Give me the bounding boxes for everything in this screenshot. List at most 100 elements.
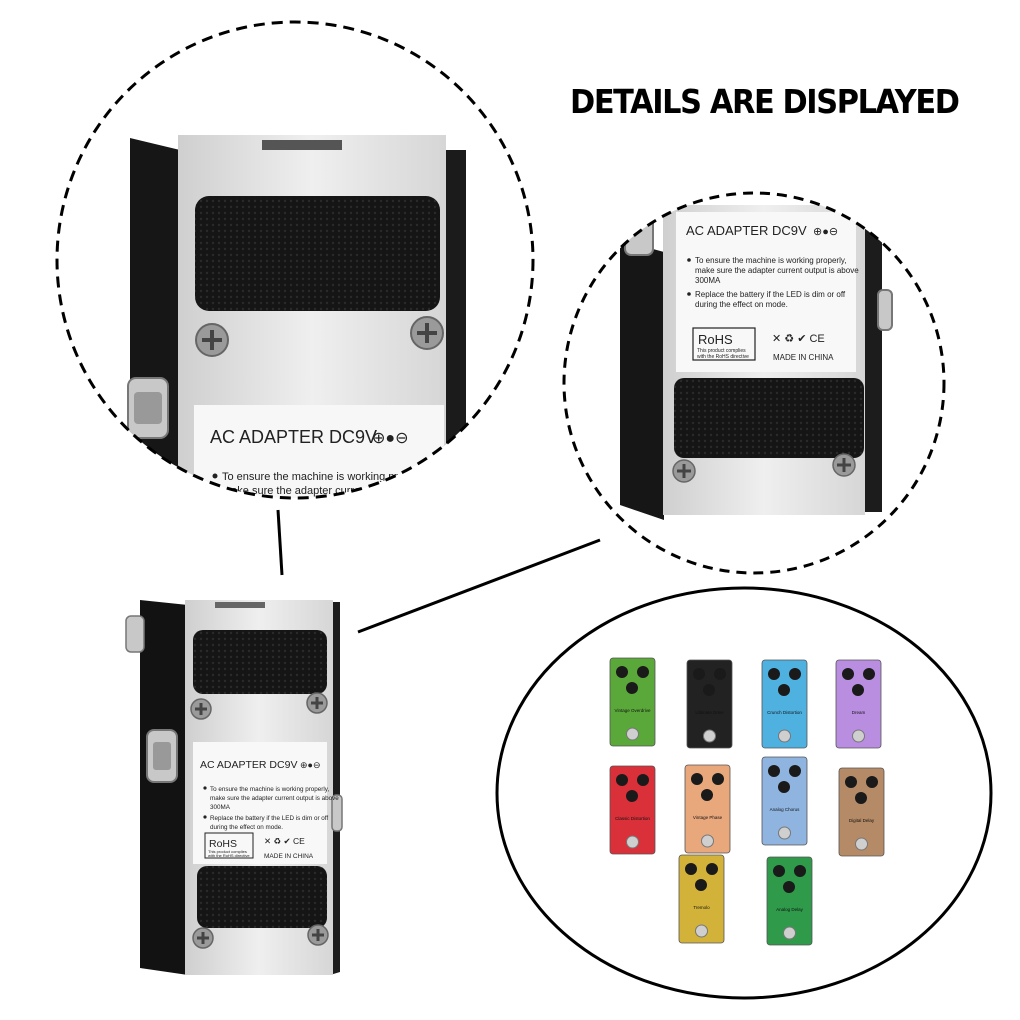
- svg-text:MADE IN CHINA: MADE IN CHINA: [773, 353, 834, 362]
- knob-icon: [855, 792, 867, 804]
- mini-pedal-body: [609, 765, 656, 855]
- knob-icon: [701, 789, 713, 801]
- headline: DETAILS ARE DISPLAYED: [570, 82, 960, 121]
- svg-text:⊕●⊖: ⊕●⊖: [813, 226, 838, 238]
- connector-line-left: [276, 509, 284, 576]
- mini-pedal-body: [609, 657, 656, 747]
- footswitch-icon: [778, 729, 791, 743]
- knob-icon: [706, 863, 718, 875]
- mini-pedal-body: [684, 764, 731, 854]
- svg-text:⊕●⊖: ⊕●⊖: [372, 430, 408, 447]
- pedal-collection-ellipse: [495, 586, 993, 1000]
- svg-text:✕ ♻ ✔ CE: ✕ ♻ ✔ CE: [772, 333, 825, 345]
- screw-icon: [195, 323, 229, 357]
- svg-text:RoHS: RoHS: [209, 838, 237, 850]
- screw-icon: [832, 453, 856, 477]
- screw-icon: [192, 927, 214, 949]
- knob-icon: [616, 666, 628, 678]
- svg-text:with the RoHS directive: with the RoHS directive: [208, 853, 250, 858]
- svg-text:Replace the battery if the LED: Replace the battery if the LED is dim or…: [210, 815, 328, 822]
- knob-icon: [778, 781, 790, 793]
- knob-icon: [845, 776, 857, 788]
- svg-text:AC ADAPTER DC9V: AC ADAPTER DC9V: [200, 759, 297, 771]
- mini-pedal-label: Ultimate Drive: [695, 710, 724, 715]
- svg-text:To ensure the machine is worki: To ensure the machine is working properl…: [222, 471, 429, 483]
- knob-icon: [616, 774, 628, 786]
- svg-text:300MA: 300MA: [210, 804, 231, 811]
- mini-pedal-label: Analog Chorus: [770, 807, 801, 812]
- mini-pedal-body: [766, 856, 813, 946]
- mini-pedal-label: Crunch Distortion: [767, 710, 802, 715]
- footswitch-icon: [626, 835, 639, 849]
- knob-icon: [695, 879, 707, 891]
- mini-pedal-label: Vintage Overdrive: [615, 708, 651, 713]
- screw-icon: [672, 459, 696, 483]
- mini-pedal-label: Classic Distortion: [615, 816, 650, 821]
- svg-text:300MA: 300MA: [695, 276, 721, 285]
- knob-icon: [863, 668, 875, 680]
- knob-icon: [842, 668, 854, 680]
- footswitch-icon: [701, 834, 714, 848]
- knob-icon: [637, 774, 649, 786]
- mini-pedal: Vintage Overdrive: [609, 657, 656, 747]
- mini-pedal: Classic Distortion: [609, 765, 656, 855]
- knob-icon: [685, 863, 697, 875]
- knob-icon: [712, 773, 724, 785]
- mini-pedal-label: Analog Delay: [776, 907, 804, 912]
- mini-pedal-body: [761, 756, 808, 846]
- mini-pedal: Analog Chorus: [761, 756, 808, 846]
- connector-line-right: [357, 538, 601, 634]
- mini-pedal: Tremolo: [678, 854, 725, 944]
- screw-icon: [307, 924, 329, 946]
- footswitch-icon: [695, 924, 708, 938]
- mini-pedal: Dream: [835, 659, 882, 749]
- knob-icon: [626, 682, 638, 694]
- svg-text:make sure the adapter current: make sure the adapter current output is …: [695, 266, 859, 275]
- pedal-grid: Vintage Overdrive Ultimate Drive Crunch Di…: [609, 657, 885, 946]
- mini-pedal-body: [835, 659, 882, 749]
- mini-pedal: Analog Delay: [766, 856, 813, 946]
- knob-icon: [794, 865, 806, 877]
- mini-pedal: Digital Delay: [838, 767, 885, 857]
- knob-icon: [714, 668, 726, 680]
- mini-pedal: Vintage Phase: [684, 764, 731, 854]
- footswitch-icon: [852, 729, 865, 743]
- knob-icon: [768, 765, 780, 777]
- screw-icon: [410, 316, 444, 350]
- knob-icon: [768, 668, 780, 680]
- footswitch-icon: [703, 729, 716, 743]
- pedal-back-view: AC ADAPTER DC9V ⊕●⊖ To ensure the machin…: [125, 600, 343, 975]
- knob-icon: [626, 790, 638, 802]
- svg-text:This product complies: This product complies: [208, 849, 247, 854]
- zoom-circle-right: [562, 191, 946, 575]
- svg-text:during the effect on mode.: during the effect on mode.: [695, 300, 788, 309]
- footswitch-icon: [778, 826, 791, 840]
- screw-icon: [190, 698, 212, 720]
- svg-text:with the RoHS directive: with the RoHS directive: [697, 354, 749, 360]
- svg-text:To ensure the machine is worki: To ensure the machine is working properl…: [695, 256, 846, 265]
- mini-pedal-body: [761, 659, 808, 749]
- mini-pedal-body: [838, 767, 885, 857]
- knob-icon: [691, 773, 703, 785]
- zoom-circle-left-content: AC ADAPTER DC9V ⊕●⊖ To ensure the machin…: [57, 22, 533, 498]
- svg-text:Replace the battery if the LED: Replace the battery if the LED is dim or…: [695, 290, 846, 299]
- knob-icon: [783, 881, 795, 893]
- knob-icon: [637, 666, 649, 678]
- svg-text:This product complies: This product complies: [697, 348, 746, 354]
- knob-icon: [852, 684, 864, 696]
- mini-pedal-label: Digital Delay: [849, 818, 875, 823]
- knob-icon: [703, 684, 715, 696]
- svg-text:⊕●⊖: ⊕●⊖: [300, 760, 321, 770]
- mini-pedal-body: [678, 854, 725, 944]
- svg-text:make sure the adapter current: make sure the adapter current outp: [222, 485, 394, 497]
- svg-text:during the effect on mode.: during the effect on mode.: [210, 824, 283, 831]
- svg-text:MADE IN CHINA: MADE IN CHINA: [264, 853, 314, 860]
- svg-text:To ensure the machine is worki: To ensure the machine is working properl…: [210, 786, 329, 793]
- svg-text:AC ADAPTER DC9V: AC ADAPTER DC9V: [686, 223, 807, 238]
- mini-pedal-label: Tremolo: [693, 905, 710, 910]
- svg-text:✕ ♻ ✔ CE: ✕ ♻ ✔ CE: [264, 836, 305, 846]
- knob-icon: [789, 765, 801, 777]
- svg-text:make sure the adapter current: make sure the adapter current output is …: [210, 795, 339, 802]
- knob-icon: [778, 684, 790, 696]
